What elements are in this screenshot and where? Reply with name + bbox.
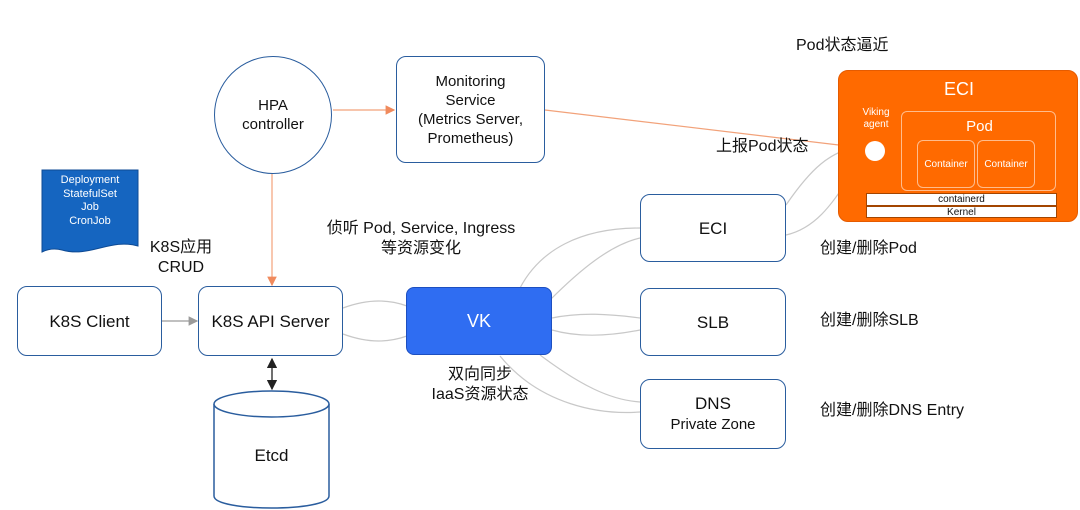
hpa-line-1: HPA [258, 97, 288, 114]
hpa-controller-node: HPA controller [214, 56, 332, 174]
container-box-1: Container [917, 140, 975, 188]
doc-line-deployment: Deployment [60, 174, 120, 186]
k8s-client-node: K8S Client [17, 286, 162, 356]
listen-line-1: 侦听 Pod, Service, Ingress [326, 220, 516, 237]
k8s-client-label: K8S Client [49, 311, 130, 331]
k8s-app-line-2: CRUD [157, 259, 205, 276]
listen-resources-label: 侦听 Pod, Service, Ingress 等资源变化 [306, 219, 536, 259]
pod-label: Pod [966, 118, 993, 135]
deployment-doc-shape [41, 169, 139, 253]
sync-line-2: IaaS资源状态 [431, 386, 529, 403]
curve-vk-slb-a [551, 313, 641, 319]
doc-line-statefulset: StatefulSet [63, 187, 117, 200]
slb-node-label: SLB [696, 312, 730, 332]
monitoring-line-4: Prometheus) [427, 129, 514, 147]
viking-agent-dot [865, 141, 885, 161]
monitoring-line-3: (Metrics Server, [417, 110, 523, 128]
curve-vk-slb-b [551, 329, 641, 336]
eci-panel-title: ECI [943, 79, 974, 99]
vk-label: VK [466, 310, 491, 331]
deployment-doc-text: Deployment StatefulSet Job CronJob [42, 174, 138, 228]
eci-node-label: ECI [698, 218, 728, 238]
eci-panel: ECI Viking agent Pod Container Container… [838, 70, 1078, 222]
create-delete-dns-label: 创建/删除DNS Entry [820, 402, 965, 419]
pod-container-box: Pod Container Container [901, 111, 1056, 191]
sync-line-1: 双向同步 [447, 366, 512, 383]
k8s-api-server-node: K8S API Server [198, 286, 343, 356]
dns-line-2: Private Zone [670, 416, 756, 433]
listen-line-2: 等资源变化 [380, 240, 461, 257]
k8s-api-server-label: K8S API Server [211, 311, 330, 331]
sync-iaas-label: 双向同步 IaaS资源状态 [400, 365, 560, 405]
slb-node: SLB [640, 288, 786, 356]
hpa-line-2: controller [242, 116, 304, 133]
monitoring-line-1: Monitoring [435, 72, 506, 90]
k8s-app-line-1: K8S应用 [149, 239, 213, 256]
viking-agent-label: Viking agent [853, 107, 899, 131]
arrow-monitoring-to-agent [544, 109, 865, 149]
curve-vk-dns-b [499, 355, 641, 414]
curve-vk-eci-b [549, 237, 641, 301]
doc-line-cronjob: CronJob [69, 214, 111, 227]
dns-node: DNS Private Zone [640, 379, 786, 449]
dns-line-1: DNS [695, 394, 731, 413]
containerd-bar: containerd [866, 193, 1057, 206]
pod-status-approach-label: Pod状态逼近 [796, 37, 889, 54]
curve-api-vk-top [342, 300, 408, 309]
curve-vk-dns-a [539, 354, 641, 403]
etcd-label: Etcd [254, 446, 289, 465]
create-delete-pod-label: 创建/删除Pod [820, 240, 917, 257]
container-2-label: Container [984, 158, 1028, 170]
eci-node: ECI [640, 194, 786, 262]
viking-line-2: agent [863, 119, 889, 130]
k8s-app-crud-label: K8S应用 CRUD [140, 238, 222, 278]
vk-node: VK [406, 287, 552, 355]
curve-vk-eci-a [519, 227, 641, 289]
monitoring-service-node: Monitoring Service (Metrics Server, Prom… [396, 56, 545, 163]
report-pod-status-label: 上报Pod状态 [716, 138, 809, 155]
container-box-2: Container [977, 140, 1035, 188]
viking-line-1: Viking [862, 107, 890, 118]
monitoring-line-2: Service [445, 91, 496, 109]
create-delete-slb-label: 创建/删除SLB [820, 312, 919, 329]
curve-api-vk-bottom [342, 333, 408, 342]
etcd-cylinder [213, 390, 330, 509]
kernel-bar: Kernel [866, 206, 1057, 218]
doc-line-job: Job [81, 201, 99, 213]
container-1-label: Container [924, 158, 968, 170]
